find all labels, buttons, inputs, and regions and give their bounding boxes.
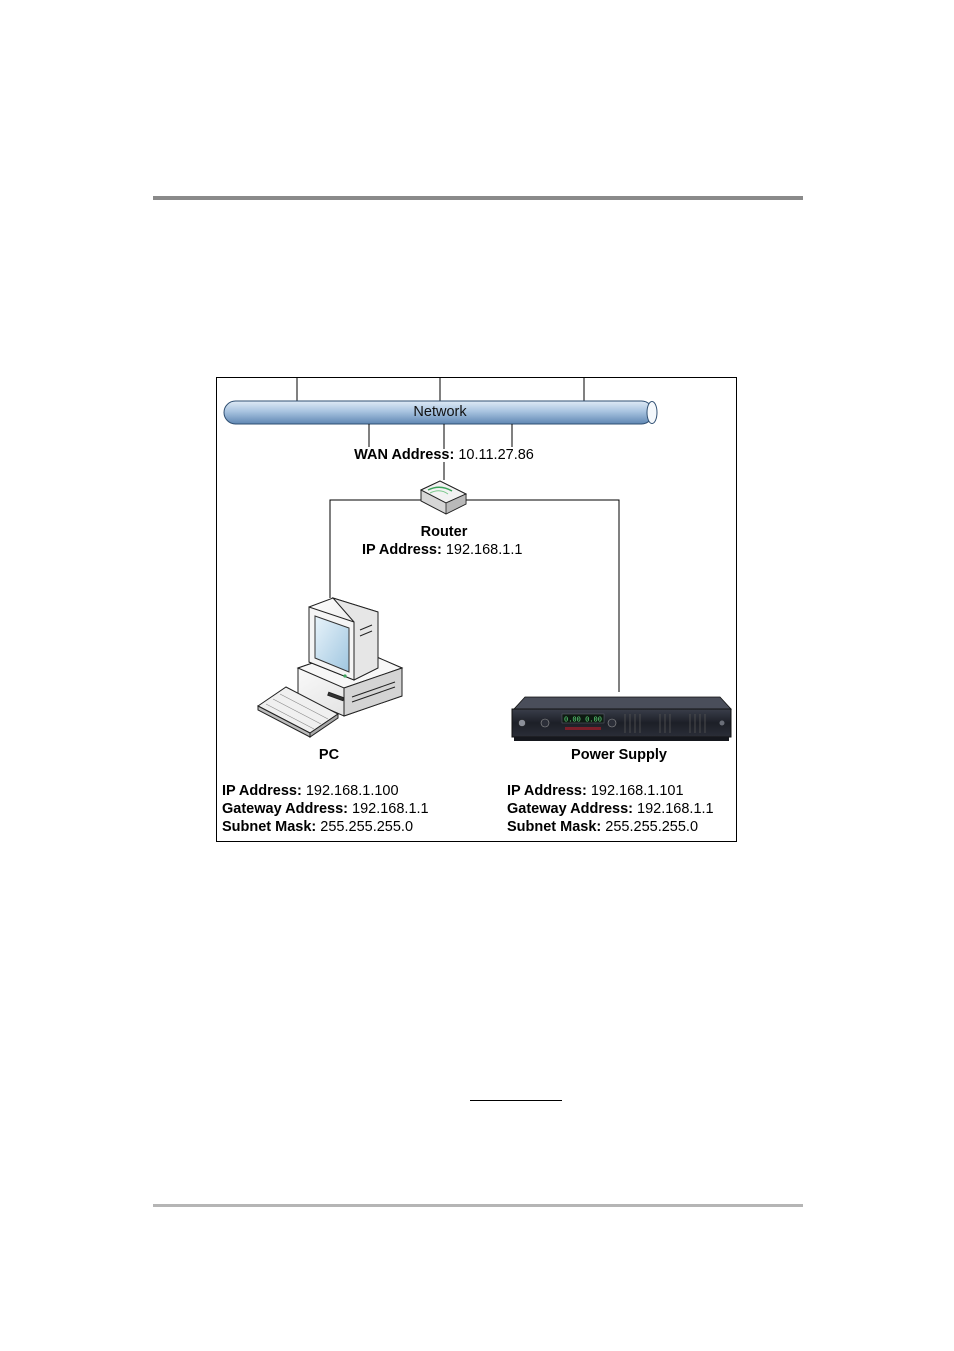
top-rule (153, 196, 803, 200)
pc-ip-address: IP Address: 192.168.1.100 (222, 783, 399, 799)
wan-address-value: 10.11.27.86 (458, 447, 534, 463)
wan-address-key: WAN Address: (354, 447, 455, 463)
link-underline[interactable] (470, 1100, 562, 1101)
router-ip-key: IP Address: (362, 542, 442, 558)
pc-subnet-mask: Subnet Mask: 255.255.255.0 (222, 819, 414, 835)
network-drop-lines-bottom (368, 424, 513, 480)
pc-computer-icon (257, 596, 404, 738)
network-diagram-frame (216, 377, 737, 842)
network-drop-lines-top (296, 378, 585, 401)
router-icon (419, 480, 468, 515)
connection-lines (329, 499, 620, 692)
wan-address-label: WAN Address: 10.11.27.86 (334, 446, 554, 464)
power-supply-icon: 0.00 0.00 (511, 696, 732, 741)
pc-title: PC (318, 747, 340, 763)
bottom-rule (153, 1204, 803, 1207)
power-supply-ip-address: IP Address: 192.168.1.101 (507, 783, 684, 799)
svg-text:0.00 0.00: 0.00 0.00 (564, 716, 602, 724)
router-title: Router (420, 524, 468, 540)
router-ip-value: 192.168.1.1 (445, 542, 523, 558)
power-supply-subnet-mask: Subnet Mask: 255.255.255.0 (507, 819, 699, 835)
power-supply-title: Power Supply (571, 747, 667, 763)
router-ip-address: IP Address: 192.168.1.1 (362, 541, 522, 559)
network-label: Network (413, 404, 467, 420)
power-supply-gateway-address: Gateway Address: 192.168.1.1 (507, 801, 714, 817)
network-pipe (223, 400, 658, 425)
pc-gateway-address: Gateway Address: 192.168.1.1 (222, 801, 429, 817)
